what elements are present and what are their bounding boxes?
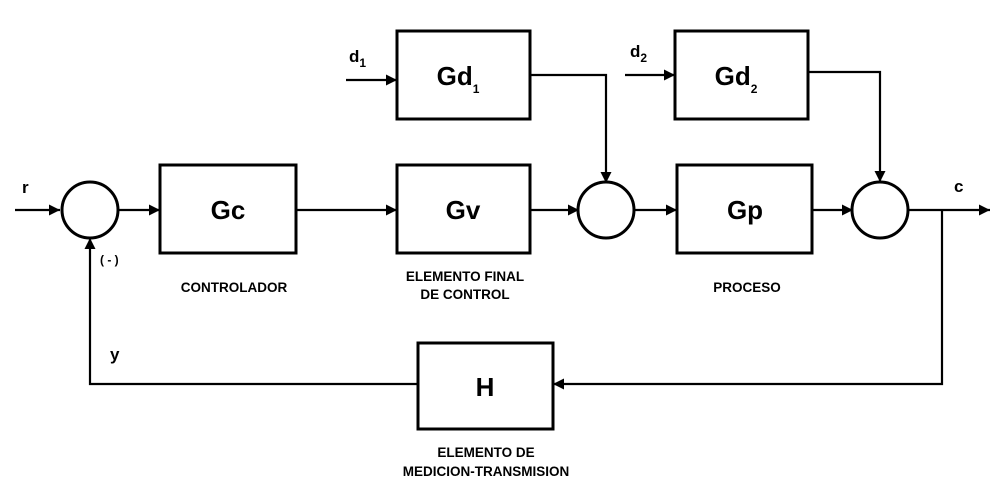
summing-junction-disturbance-1 xyxy=(576,180,636,240)
block-gd2 xyxy=(673,29,810,121)
r-signal-label: r xyxy=(22,178,29,197)
block-gv xyxy=(395,163,532,255)
block-h xyxy=(416,341,555,431)
y-signal-label: y xyxy=(110,345,120,364)
measurement-caption-line-1: ELEMENTO DE xyxy=(437,445,534,460)
summing-junction-disturbance-2 xyxy=(850,180,910,240)
c-signal-label: c xyxy=(954,177,963,196)
gc-label: Gc xyxy=(211,195,246,225)
block-gp xyxy=(675,163,814,255)
measurement-caption-line-2: MEDICION-TRANSMISION xyxy=(403,464,570,479)
gd1-label: Gd1 xyxy=(437,61,480,96)
final-element-caption-line-1: ELEMENTO FINAL xyxy=(406,269,524,284)
h-label: H xyxy=(476,372,495,402)
h-to-sum1-arrow xyxy=(84,238,418,386)
process-caption: PROCESO xyxy=(713,280,781,295)
gp-label: Gp xyxy=(727,195,763,225)
gd2-to-sum3-arrow xyxy=(808,70,886,182)
gd2-label: Gd2 xyxy=(715,61,758,96)
block-gd1 xyxy=(395,29,532,121)
final-element-caption-line-2: DE CONTROL xyxy=(420,287,509,302)
d2-signal-label: d2 xyxy=(630,42,647,65)
block-gc xyxy=(158,163,298,255)
controller-caption: CONTROLADOR xyxy=(181,280,288,295)
gd1-to-sum2-arrow xyxy=(530,73,612,183)
minus-sign-label: ( - ) xyxy=(100,253,119,267)
feedback-to-h-arrow xyxy=(553,210,944,390)
gv-label: Gv xyxy=(446,195,481,225)
d1-signal-label: d1 xyxy=(349,47,366,70)
summing-junction-error xyxy=(60,180,120,240)
